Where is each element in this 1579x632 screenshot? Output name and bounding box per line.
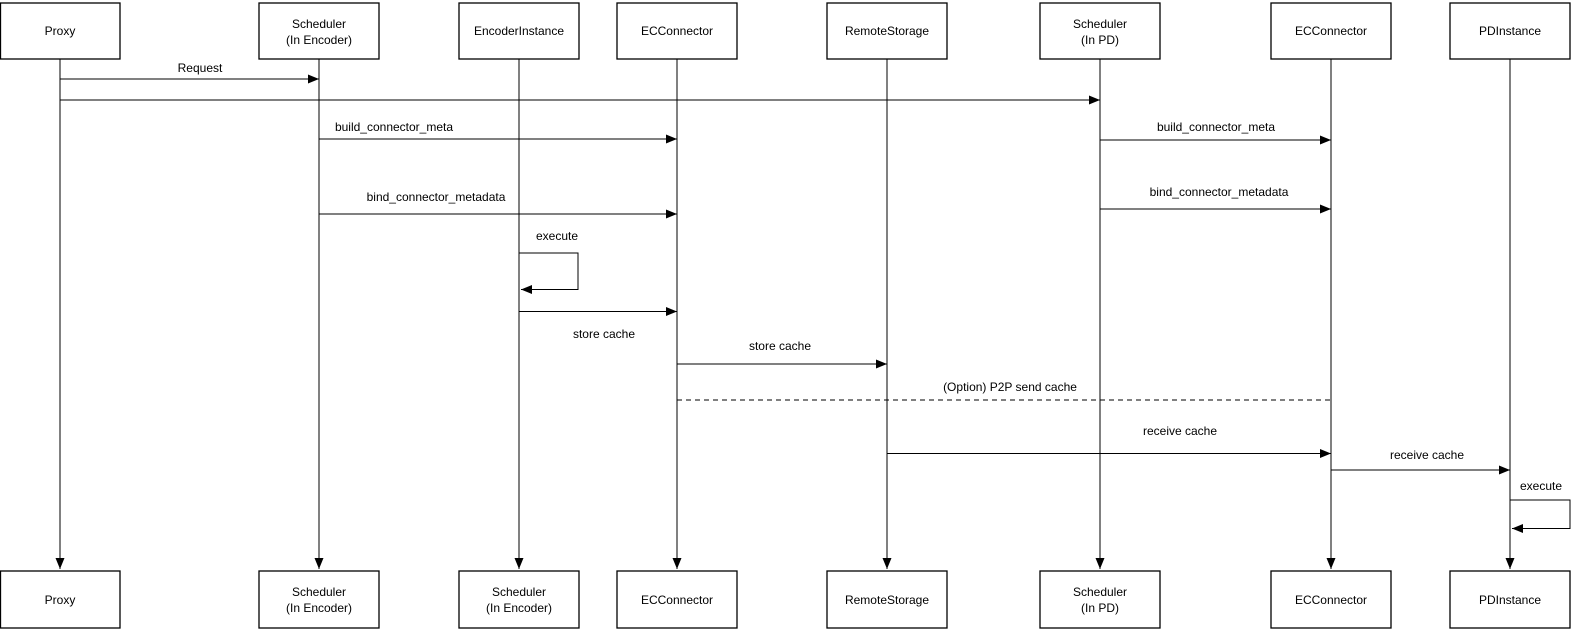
actor-bottom-remote-storage: RemoteStorage: [826, 570, 948, 629]
actor-top-pd-instance-label: PDInstance: [1479, 24, 1541, 38]
actor-bottom-proxy-label: Proxy: [45, 593, 76, 607]
lifelines: [55, 59, 1515, 569]
actor-top-ec-connector-right-label: ECConnector: [1295, 24, 1367, 38]
message-receive-cache-1-label: receive cache: [1143, 424, 1217, 438]
actor-bottom-pd-instance-label: PDInstance: [1479, 593, 1541, 607]
actor-bottom-ec-connector-left-label: ECConnector: [641, 593, 713, 607]
actor-top-remote-storage-box: [826, 2, 948, 60]
actor-top-ec-connector-right: ECConnector: [1270, 2, 1392, 60]
actors-top: Proxy Scheduler(In Encoder) EncoderInsta…: [0, 2, 1571, 60]
actor-bottom-ec-connector-right-box: [1270, 570, 1392, 629]
actor-top-scheduler-pd: Scheduler(In PD): [1039, 2, 1161, 60]
actor-bottom-scheduler-pd-label: Scheduler(In PD): [1073, 585, 1127, 615]
actor-bottom-ec-connector-right: ECConnector: [1270, 570, 1392, 629]
actor-bottom-ec-connector-right-label: ECConnector: [1295, 593, 1367, 607]
actor-bottom-proxy: Proxy: [0, 570, 121, 629]
actor-top-proxy-box: [0, 2, 121, 60]
actor-top-scheduler-encoder: Scheduler(In Encoder): [258, 2, 380, 60]
actor-bottom-scheduler-encoder-2: Scheduler(In Encoder): [458, 570, 580, 629]
actor-top-scheduler-encoder-label: Scheduler(In Encoder): [286, 17, 352, 47]
actor-bottom-scheduler-encoder-2-label: Scheduler(In Encoder): [486, 585, 552, 615]
actor-top-ec-connector-left-box: [616, 2, 738, 60]
actor-bottom-scheduler-encoder-1-box: [258, 570, 380, 629]
actor-top-ec-connector-right-box: [1270, 2, 1392, 60]
actor-top-pd-instance-box: [1449, 2, 1571, 60]
message-build-connector-meta-left-label: build_connector_meta: [335, 120, 453, 134]
message-request-label: Request: [178, 61, 223, 75]
message-receive-cache-2-label: receive cache: [1390, 448, 1464, 462]
message-execute-encoder-label: execute: [536, 229, 578, 243]
actor-top-scheduler-pd-box: [1039, 2, 1161, 60]
message-execute-encoder-selfloop: [519, 252, 579, 294]
actor-top-ec-connector-left-label: ECConnector: [641, 24, 713, 38]
actor-bottom-ec-connector-left-box: [616, 570, 738, 629]
message-bind-connector-metadata-left-label: bind_connector_metadata: [367, 190, 506, 204]
actor-top-encoder-instance-box: [458, 2, 580, 60]
actor-bottom-scheduler-encoder-1-label: Scheduler(In Encoder): [286, 585, 352, 615]
actor-top-scheduler-encoder-box: [258, 2, 380, 60]
actor-top-scheduler-pd-label: Scheduler(In PD): [1073, 17, 1127, 47]
actor-top-pd-instance: PDInstance: [1449, 2, 1571, 60]
message-p2p-send-cache-label: (Option) P2P send cache: [943, 380, 1077, 394]
actor-bottom-ec-connector-left: ECConnector: [616, 570, 738, 629]
actor-top-remote-storage-label: RemoteStorage: [845, 24, 929, 38]
actor-top-proxy: Proxy: [0, 2, 121, 60]
message-build-connector-meta-right-label: build_connector_meta: [1157, 120, 1275, 134]
actor-bottom-scheduler-pd-box: [1039, 570, 1161, 629]
message-bind-connector-metadata-right-label: bind_connector_metadata: [1150, 185, 1289, 199]
message-execute-pd-label: execute: [1520, 479, 1562, 493]
messages: Request build_connector_meta build_conne…: [60, 61, 1571, 533]
actor-bottom-remote-storage-box: [826, 570, 948, 629]
message-execute-pd-selfloop: [1510, 499, 1571, 533]
actor-bottom-remote-storage-label: RemoteStorage: [845, 593, 929, 607]
actor-bottom-scheduler-encoder-2-box: [458, 570, 580, 629]
actors-bottom: Proxy Scheduler(In Encoder) Scheduler(In…: [0, 570, 1571, 629]
actor-top-encoder-instance-label: EncoderInstance: [474, 24, 564, 38]
actor-bottom-scheduler-encoder-1: Scheduler(In Encoder): [258, 570, 380, 629]
actor-top-proxy-label: Proxy: [45, 24, 76, 38]
message-store-cache-2-label: store cache: [749, 339, 811, 353]
actor-top-remote-storage: RemoteStorage: [826, 2, 948, 60]
actor-bottom-proxy-box: [0, 570, 121, 629]
message-store-cache-1-label: store cache: [573, 327, 635, 341]
actor-bottom-scheduler-pd: Scheduler(In PD): [1039, 570, 1161, 629]
actor-top-ec-connector-left: ECConnector: [616, 2, 738, 60]
actor-top-encoder-instance: EncoderInstance: [458, 2, 580, 60]
actor-bottom-pd-instance: PDInstance: [1449, 570, 1571, 629]
actor-bottom-pd-instance-box: [1449, 570, 1571, 629]
